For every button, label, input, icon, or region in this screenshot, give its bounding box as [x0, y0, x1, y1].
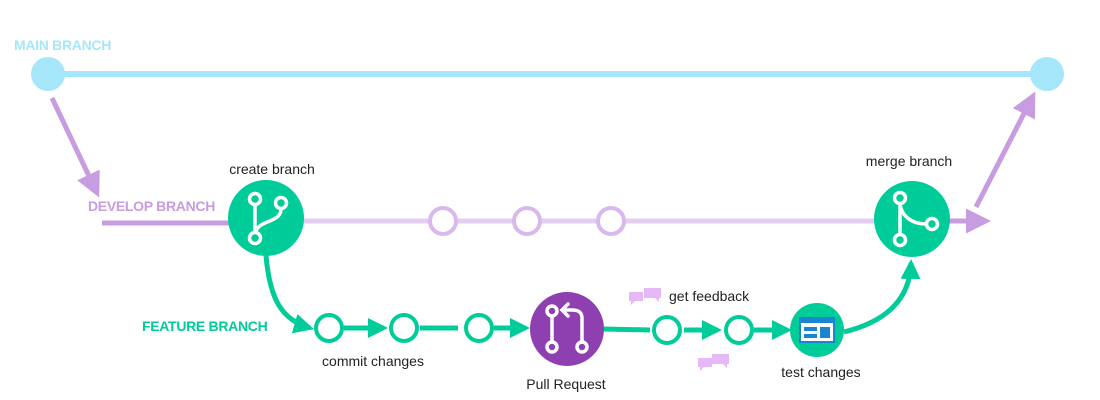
pull-request-node — [530, 292, 604, 366]
main-branch-end-node — [1030, 57, 1064, 91]
feature-branch-label: FEATURE BRANCH — [142, 318, 268, 334]
feature-commit-node — [464, 313, 494, 343]
commit-changes-label: commit changes — [322, 353, 424, 369]
develop-commit-node — [512, 206, 542, 236]
main-branch-label: MAIN BRANCH — [14, 37, 111, 53]
merge-branch-label: merge branch — [866, 153, 952, 169]
main-to-develop-arrow — [49, 96, 100, 198]
feature-commit-node — [724, 315, 754, 345]
pull-request-icon — [545, 302, 589, 354]
feature-commit-node — [652, 315, 682, 345]
get-feedback-label: get feedback — [669, 288, 750, 304]
branch-off-arrow — [263, 255, 314, 334]
test-changes-label: test changes — [781, 364, 860, 380]
test-changes-node — [790, 303, 844, 357]
feature-line — [603, 326, 651, 333]
develop-commit-node — [428, 206, 458, 236]
git-merge-icon — [892, 190, 940, 248]
create-branch-node — [228, 180, 304, 256]
feature-commit-node — [389, 313, 419, 343]
chat-bubbles-icon — [629, 288, 661, 305]
develop-branch-label: DEVELOP BRANCH — [88, 198, 215, 214]
develop-commit-node — [596, 206, 626, 236]
browser-window-icon — [799, 317, 835, 343]
develop-to-main-arrow — [973, 91, 1036, 209]
git-branch-icon — [247, 191, 289, 246]
create-branch-label: create branch — [229, 161, 315, 177]
main-branch-start-node — [31, 57, 65, 91]
merge-back-arrow — [843, 259, 921, 335]
pull-request-label: Pull Request — [526, 376, 605, 392]
chat-bubbles-icon — [698, 354, 729, 371]
feature-commit-node — [314, 313, 344, 343]
merge-branch-node — [874, 181, 950, 257]
